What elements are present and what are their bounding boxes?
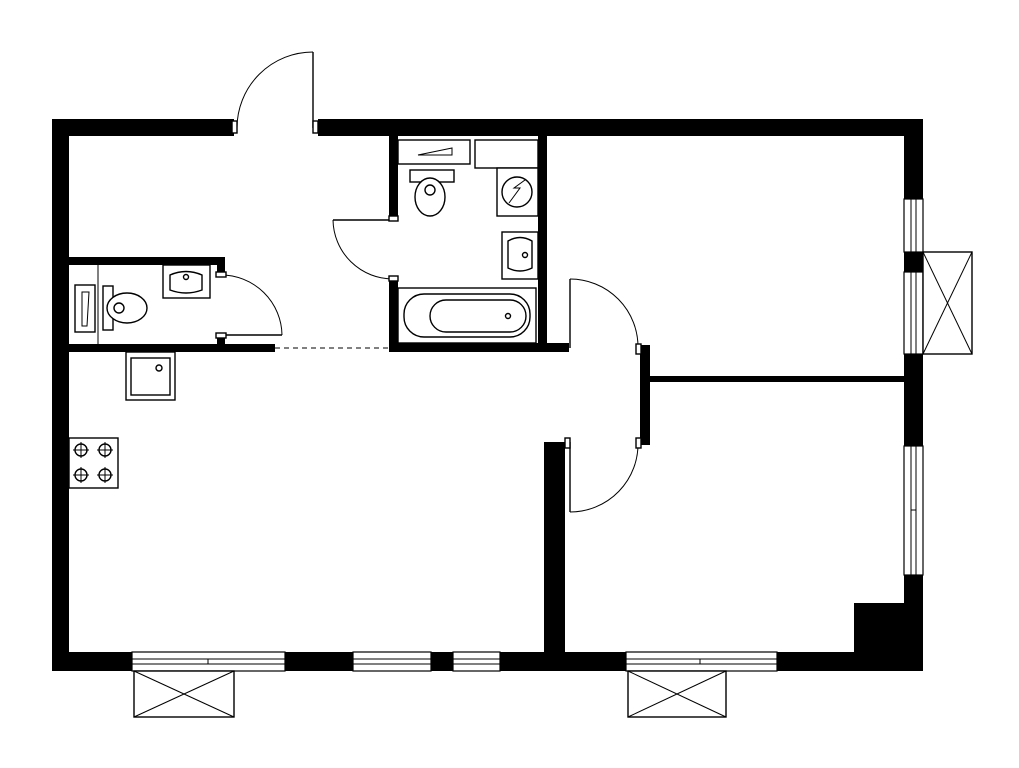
bathroom-fixtures <box>397 139 539 344</box>
wall-bedroom2-left <box>544 442 565 452</box>
kitchen-fixtures <box>68 351 176 489</box>
bathtub-icon <box>397 287 537 344</box>
window-kitchen-2 <box>352 651 432 672</box>
wall-top-right <box>318 119 923 136</box>
wall-bath-left-bottom <box>389 279 398 352</box>
wall-right-3 <box>904 354 923 446</box>
wall-bottom-1 <box>52 652 132 671</box>
interior-walls <box>69 136 904 671</box>
wall-bedroom2-post <box>544 442 553 671</box>
doors[interactable] <box>215 51 642 513</box>
window-kitchen-1 <box>131 651 286 672</box>
wall-wc-top <box>69 257 225 265</box>
column <box>854 603 914 663</box>
wall-bath-left-top <box>389 136 398 217</box>
wall-bottom-4 <box>500 652 626 671</box>
wc-door[interactable] <box>215 271 283 339</box>
balcony-bedroom-2 <box>627 670 727 718</box>
balcony-bedroom-1 <box>922 251 973 355</box>
window-bedroom-1-b <box>903 271 924 355</box>
outer-walls <box>52 119 923 671</box>
windows <box>131 198 924 672</box>
wc-cistern <box>74 284 96 333</box>
balconies <box>133 251 973 718</box>
wall-right-2 <box>904 252 923 272</box>
washbasin-icon <box>162 264 211 299</box>
washbasin-icon <box>501 231 539 280</box>
toilet-icon <box>409 169 455 217</box>
window-bedroom-2-right <box>903 445 924 576</box>
bathroom-door[interactable] <box>332 215 399 282</box>
wall-bedroom2-post-b <box>553 452 565 652</box>
wall-bottom-3 <box>431 652 453 671</box>
bedroom-2-door[interactable] <box>564 437 642 513</box>
wall-bath-right <box>538 136 547 352</box>
balcony-kitchen <box>133 670 235 718</box>
wall-bottom-2 <box>285 652 353 671</box>
bedroom-1-door[interactable] <box>569 278 642 355</box>
wall-wc-bottom <box>69 344 275 352</box>
window-bedroom-1-a <box>903 198 924 253</box>
wall-wc-right-top <box>217 257 225 275</box>
stove-icon <box>68 437 119 489</box>
wall-right-1 <box>904 119 923 199</box>
window-bedroom-2-bottom <box>625 651 778 672</box>
wall-top-left <box>52 119 234 136</box>
wall-bedroom-vertical-top <box>640 345 650 445</box>
wall-left <box>52 119 69 671</box>
kitchen-sink-icon <box>125 351 176 401</box>
window-kitchen-3 <box>452 651 501 672</box>
washing-machine-icon <box>474 139 539 217</box>
wall-bedroom-divider <box>650 376 904 382</box>
wall-bath-bottom <box>389 343 569 352</box>
toilet-icon <box>102 285 148 331</box>
entrance-door[interactable] <box>231 51 319 134</box>
wc-fixtures <box>74 264 211 344</box>
